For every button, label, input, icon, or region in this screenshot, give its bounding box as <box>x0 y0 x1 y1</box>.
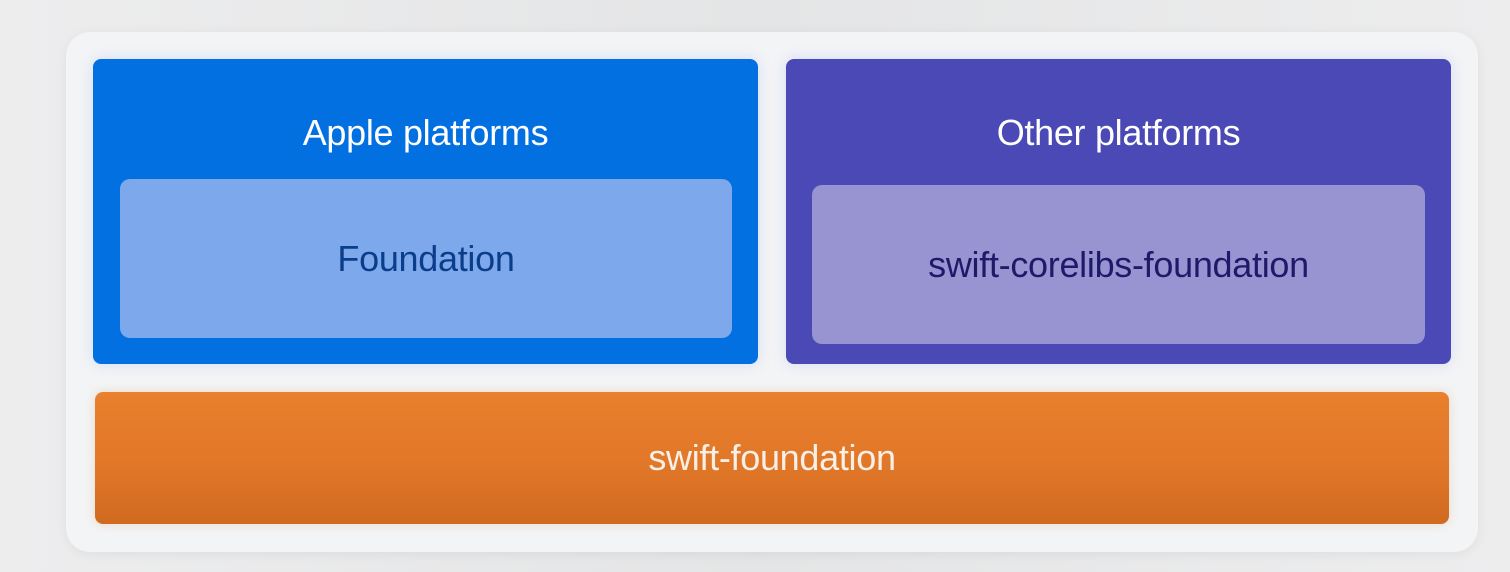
other-platforms-box: Other platforms swift-corelibs-foundatio… <box>786 59 1451 364</box>
foundation-box: Foundation <box>120 179 732 338</box>
swift-foundation-box: swift-foundation <box>95 392 1449 524</box>
swift-corelibs-foundation-box: swift-corelibs-foundation <box>812 185 1425 344</box>
apple-platforms-title: Apple platforms <box>302 112 549 153</box>
foundation-label: Foundation <box>337 237 515 279</box>
apple-platforms-box: Apple platforms Foundation <box>93 59 758 364</box>
other-platforms-title: Other platforms <box>996 112 1241 153</box>
swift-corelibs-foundation-label: swift-corelibs-foundation <box>928 243 1309 285</box>
swift-foundation-label: swift-foundation <box>648 437 896 478</box>
